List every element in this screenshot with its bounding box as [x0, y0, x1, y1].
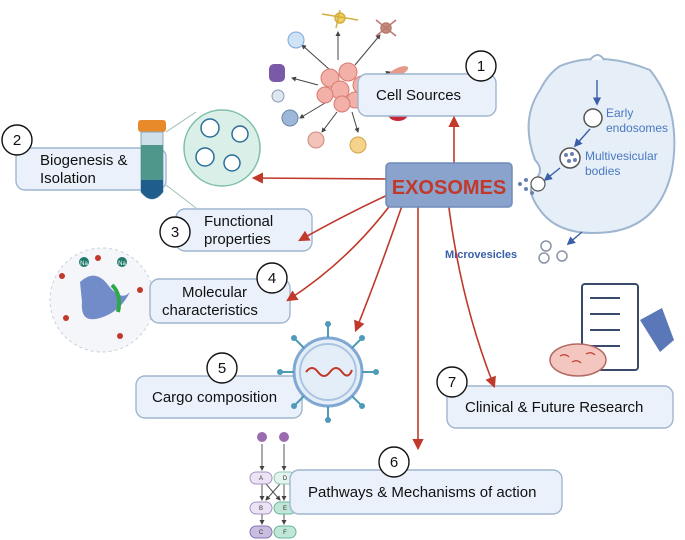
- pathway-label-a: A: [259, 476, 263, 482]
- node-cargo-composition[interactable]: Cargo composition 5: [135, 352, 303, 419]
- node-molecular-characteristics[interactable]: Molecular characteristics 4: [149, 262, 291, 324]
- node-7-label: Clinical & Future Research: [465, 399, 643, 416]
- multivesicular-body-icon: [559, 147, 581, 169]
- exosome-cargo-icon: [277, 321, 379, 423]
- exosome-zoom-icon: [183, 109, 261, 187]
- early-endosome-icon: [583, 108, 603, 128]
- node-1-number: 1: [477, 58, 485, 75]
- clipboard-petri-dish-icon: [549, 283, 674, 377]
- connector-arrows: [251, 115, 496, 451]
- center-title: EXOSOMES: [392, 177, 506, 199]
- pathway-label-c: C: [259, 530, 264, 536]
- centrifuge-tube-icon: [138, 120, 166, 200]
- node-4-label-line-2: characteristics: [162, 302, 258, 319]
- node-pathways-mechanisms[interactable]: Pathways & Mechanisms of action 6: [289, 446, 563, 515]
- sodium-ion-label-1: Na: [80, 261, 88, 267]
- multivesicular-bodies-label-line-1: Multivesicular: [585, 149, 658, 163]
- adipocyte-icon: [349, 136, 367, 154]
- pathway-label-f: F: [283, 530, 287, 536]
- node-cell-sources[interactable]: Cell Sources 1: [357, 50, 497, 117]
- pathway-cascade-icon: A B C D E F: [249, 432, 297, 539]
- node-4-label-line-1: Molecular: [182, 284, 247, 301]
- early-endosomes-label-line-2: endosomes: [606, 121, 668, 135]
- node-6-number: 6: [390, 454, 398, 471]
- node-2-number: 2: [13, 132, 21, 149]
- stem-cell-icon: [287, 31, 305, 49]
- epithelial-cell-icon: [269, 64, 285, 82]
- node-5-number: 5: [218, 360, 226, 377]
- multivesicular-bodies-label-line-2: bodies: [585, 164, 620, 178]
- node-clinical-future-research[interactable]: Clinical & Future Research 7: [436, 366, 674, 429]
- macrophage-icon: [307, 131, 325, 149]
- node-3-label-line-1: Functional: [204, 213, 273, 230]
- early-endosomes-label-line-1: Early: [606, 106, 633, 120]
- node-2-label-line-1: Biogenesis &: [40, 152, 128, 169]
- microvesicles-label: Microvesicles: [445, 249, 517, 261]
- node-6-label: Pathways & Mechanisms of action: [308, 484, 536, 501]
- cell-sources-illustration: [269, 9, 409, 154]
- sodium-ion-label-2: Na: [118, 261, 126, 267]
- dendritic-cell-icon: [271, 89, 285, 103]
- node-functional-properties[interactable]: Functional properties 3: [159, 208, 313, 252]
- node-3-label-line-2: properties: [204, 231, 271, 248]
- node-1-label: Cell Sources: [376, 87, 461, 104]
- node-7-number: 7: [448, 374, 456, 391]
- node-4-number: 4: [268, 270, 276, 287]
- node-5-label: Cargo composition: [152, 389, 277, 406]
- immune-cell-icon: [281, 109, 299, 127]
- protein-structure-icon: Na Na: [49, 247, 155, 353]
- node-3-number: 3: [171, 224, 179, 241]
- pathway-label-b: B: [259, 506, 263, 512]
- pathway-label-d: D: [283, 476, 288, 482]
- neuron-icon: [321, 9, 359, 29]
- cell-biogenesis-illustration: Early endosomes Multivesicular bodies Mi…: [445, 54, 676, 264]
- center-exosomes-node[interactable]: EXOSOMES: [385, 162, 513, 208]
- node-biogenesis-isolation[interactable]: Biogenesis & Isolation 2: [1, 124, 167, 191]
- node-2-label-line-2: Isolation: [40, 170, 96, 187]
- astrocyte-icon: [375, 19, 397, 37]
- pathway-label-e: E: [283, 506, 287, 512]
